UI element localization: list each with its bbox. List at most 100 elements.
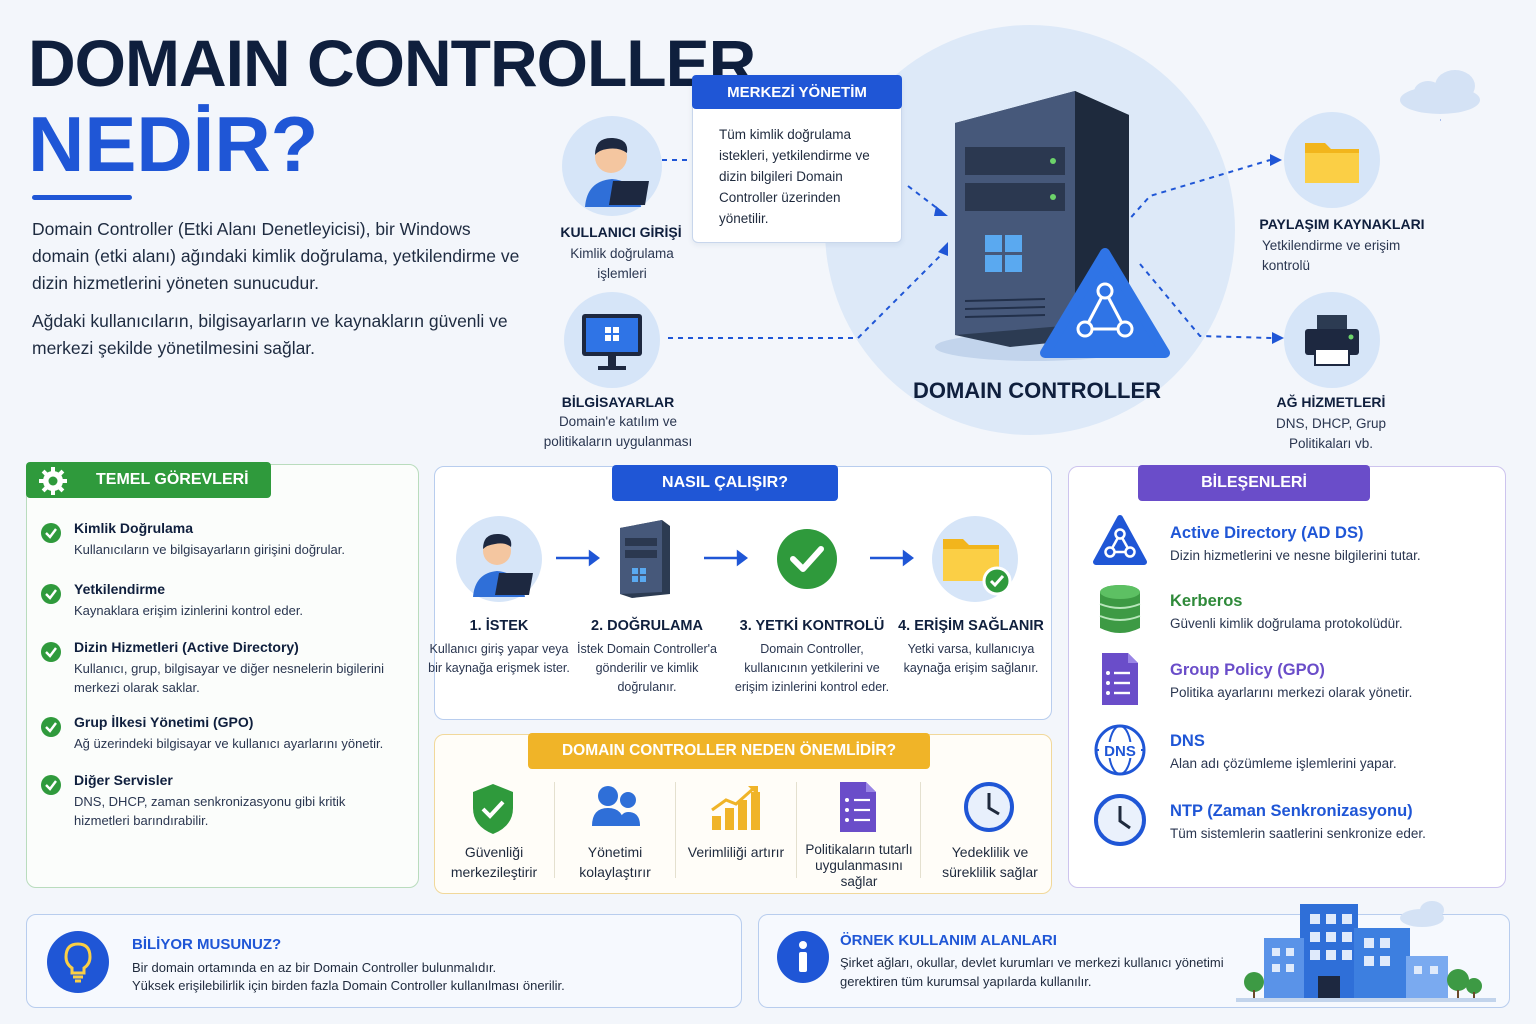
gear-icon <box>39 467 67 495</box>
divider <box>675 782 676 878</box>
computers-title: BİLGİSAYARLAR <box>561 394 675 410</box>
step-item: 1. İSTEK Kullanıcı giriş yapar veya bir … <box>424 618 574 678</box>
server-small-icon <box>620 520 670 598</box>
policy-document-icon <box>840 782 876 832</box>
step-desc: İstek Domain Controller'a gönderilir ve … <box>577 642 717 694</box>
did-you-know-panel <box>26 914 742 1008</box>
user-login-title: KULLANICI GİRİŞİ <box>560 224 682 240</box>
user-laptop-icon <box>585 137 649 207</box>
component-item: NTP (Zaman Senkronizasyonu) Tüm sistemle… <box>1068 794 1498 856</box>
office-buildings-icon <box>1236 901 1496 1002</box>
step-desc: Kullanıcı giriş yapar veya bir kaynağa e… <box>428 642 570 675</box>
network-services-desc: DNS, DHCP, Grup Politikaları vb. <box>1275 416 1387 451</box>
user-laptop-icon <box>473 533 533 597</box>
component-title: NTP (Zaman Senkronizasyonu) <box>1170 802 1413 820</box>
how-it-works-title: NASIL ÇALIŞIR? <box>612 465 838 501</box>
shared-resources-desc: Yetkilendirme ve erişim kontrolü <box>1262 238 1401 273</box>
active-directory-icon <box>1093 515 1147 565</box>
step-title: 1. İSTEK <box>469 618 529 634</box>
component-item: DNS DNS Alan adı çözümleme işlemlerini y… <box>1068 724 1498 786</box>
component-desc: Alan adı çözümleme işlemlerini yapar. <box>1170 756 1397 771</box>
why-important-title: DOMAIN CONTROLLER NEDEN ÖNEMLİDİR? <box>528 733 930 769</box>
step-desc: Domain Controller, kullanıcının yetkiler… <box>734 642 890 694</box>
step-title: 4. ERİŞİM SAĞLANIR <box>898 618 1044 634</box>
task-desc: Ağ üzerindeki bilgisayar ve kullanıcı ay… <box>74 736 384 751</box>
component-title: Group Policy (GPO) <box>1170 661 1325 679</box>
step-item: 4. ERİŞİM SAĞLANIR Yetki varsa, kullanıc… <box>896 618 1046 678</box>
title-underline <box>32 195 132 200</box>
divider <box>920 782 921 878</box>
component-item: Active Directory (AD DS) Dizin hizmetler… <box>1068 515 1498 578</box>
check-circle-icon <box>41 717 61 737</box>
why-item: Verimliliği artırır <box>687 844 785 860</box>
divider <box>796 782 797 878</box>
why-item: Güvenliği merkezileştirir <box>450 844 538 880</box>
task-title: Kimlik Doğrulama <box>74 520 194 536</box>
monitor-icon <box>582 314 642 370</box>
step-access-icon-circle <box>932 516 1018 602</box>
divider <box>554 782 555 878</box>
check-circle-icon <box>41 775 61 795</box>
callout-text: Tüm kimlik doğrulama istekleri, yetkilen… <box>719 127 870 226</box>
page-title-line1: DOMAIN CONTROLLER <box>28 26 756 100</box>
component-desc: Tüm sistemlerin saatlerini senkronize ed… <box>1170 826 1426 841</box>
why-item: Yedeklilik ve süreklilik sağlar <box>942 844 1038 880</box>
task-desc: Kaynaklara erişim izinlerini kontrol ede… <box>74 603 304 618</box>
central-management-callout: MERKEZİ YÖNETİM Tüm kimlik doğrulama ist… <box>692 75 902 243</box>
component-desc: Güvenli kimlik doğrulama protokolüdür. <box>1170 616 1403 631</box>
folder-check-icon <box>943 539 1012 596</box>
check-circle-icon <box>777 529 837 589</box>
usage-areas-line2: gerektiren tüm kurumsal yapılarda kullan… <box>840 974 1092 989</box>
folder-icon <box>1305 143 1359 183</box>
dns-globe-icon: DNS <box>1094 724 1146 776</box>
intro-paragraph-1: Domain Controller (Etki Alanı Denetleyic… <box>32 219 520 293</box>
component-title: Kerberos <box>1170 592 1243 610</box>
component-item: Group Policy (GPO) Politika ayarlarını m… <box>1068 653 1498 715</box>
step-request-icon-circle <box>456 516 542 602</box>
printer-icon <box>1305 315 1359 366</box>
step-desc: Yetki varsa, kullanıcıya kaynağa erişim … <box>903 642 1039 675</box>
step-arrows <box>556 549 914 567</box>
user-login-desc: Kimlik doğrulama işlemleri <box>570 246 674 281</box>
policy-document-icon <box>1102 653 1138 705</box>
diagram-connectors <box>662 70 1480 344</box>
network-services-title: AĞ HİZMETLERİ <box>1276 394 1386 410</box>
database-icon <box>1099 585 1141 633</box>
task-title: Diğer Servisler <box>74 772 173 788</box>
page-title-line2: NEDİR? <box>28 100 319 188</box>
users-icon <box>592 786 640 826</box>
domain-controller-label: DOMAIN CONTROLLER <box>912 378 1162 403</box>
step-title: 3. YETKİ KONTROLÜ <box>739 618 885 634</box>
computers-node <box>564 292 660 388</box>
check-circle-icon <box>41 584 61 604</box>
task-desc: DNS, DHCP, zaman senkronizasyonu gibi kr… <box>74 794 346 828</box>
task-title: Dizin Hizmetleri (Active Directory) <box>74 639 299 655</box>
did-you-know-line2: Yüksek erişilebilirlik için birden fazla… <box>132 978 565 993</box>
dns-icon-label: DNS <box>1104 743 1136 760</box>
intro-paragraph-2: Ağdaki kullanıcıların, bilgisayarların v… <box>32 311 508 358</box>
clock-icon <box>1094 794 1146 846</box>
core-tasks-panel <box>26 464 419 888</box>
step-item: 3. YETKİ KONTROLÜ Domain Controller, kul… <box>732 618 892 697</box>
clock-refresh-icon <box>964 782 1014 832</box>
core-tasks-title: TEMEL GÖREVLERİ <box>26 462 271 498</box>
shares-node <box>1284 112 1380 208</box>
step-item: 2. DOĞRULAMA İstek Domain Controller'a g… <box>572 618 722 697</box>
callout-title: MERKEZİ YÖNETİM <box>692 75 902 109</box>
user-node <box>562 116 662 216</box>
shield-check-icon <box>473 784 513 834</box>
component-desc: Dizin hizmetlerini ve nesne bilgilerini … <box>1170 548 1421 563</box>
usage-areas-line1: Şirket ağları, okullar, devlet kurumları… <box>840 955 1224 970</box>
growth-chart-icon <box>711 786 760 830</box>
task-title: Yetkilendirme <box>74 581 166 597</box>
network-node <box>1284 292 1380 388</box>
did-you-know-line1: Bir domain ortamında en az bir Domain Co… <box>132 960 497 975</box>
component-item: Kerberos Güvenli kimlik doğrulama protok… <box>1068 585 1498 646</box>
component-title: Active Directory (AD DS) <box>1170 524 1364 542</box>
step-title: 2. DOĞRULAMA <box>591 618 703 634</box>
check-circle-icon <box>41 642 61 662</box>
server-icon <box>935 91 1170 361</box>
why-item: Yönetimi kolaylaştırır <box>579 844 651 880</box>
component-title: DNS <box>1170 732 1205 750</box>
task-title: Grup İlkesi Yönetimi (GPO) <box>74 714 254 730</box>
